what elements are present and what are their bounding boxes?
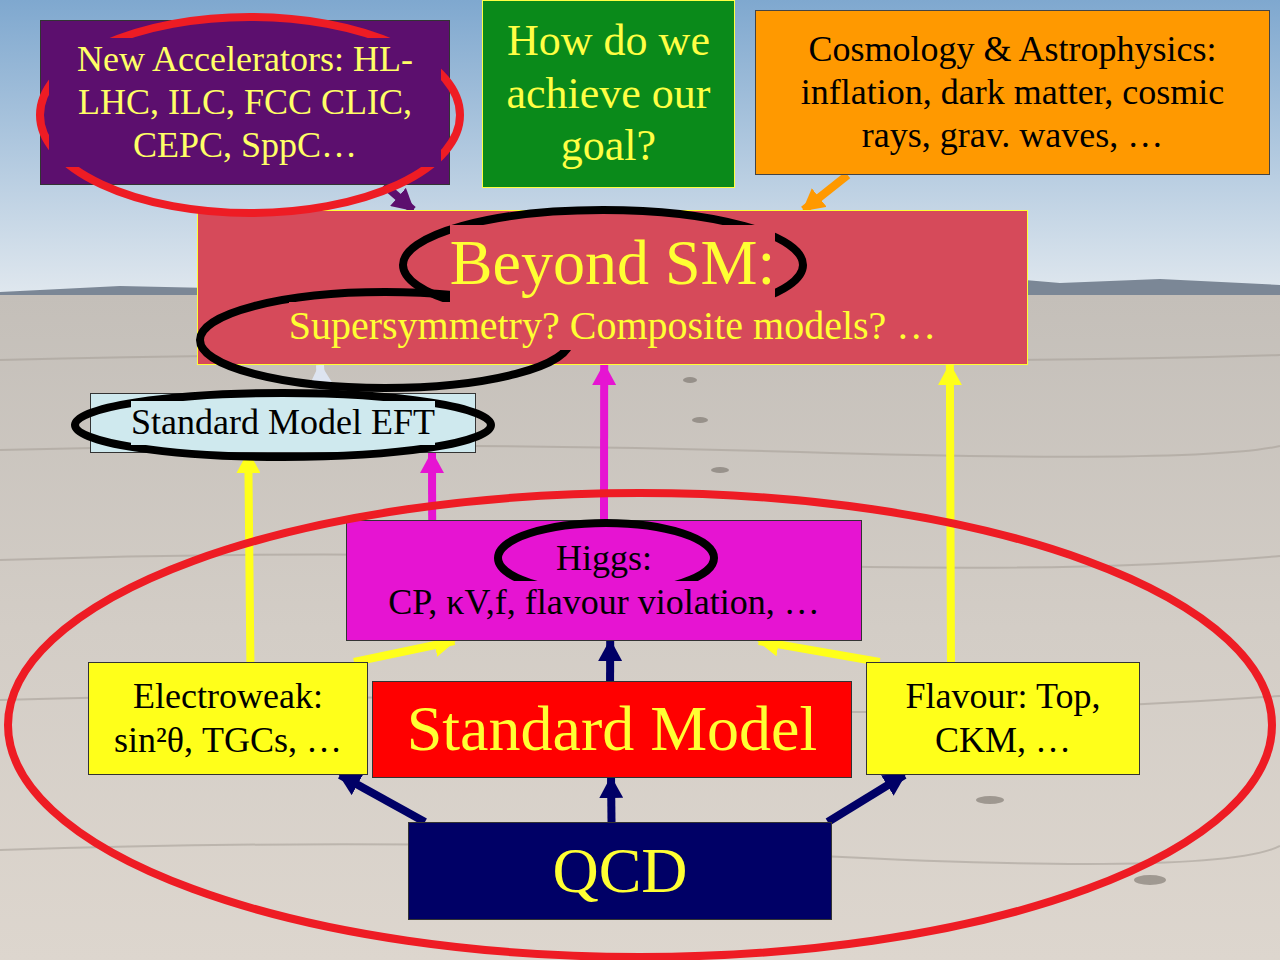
flavour-box: Flavour: Top, CKM, … xyxy=(866,662,1140,775)
node-text: Electroweak: sin²θ, TGCs, … xyxy=(97,675,359,761)
node-text: CP, κV,f, flavour violation, … xyxy=(388,581,819,624)
arrow-connector xyxy=(950,365,951,662)
node-text: How do we achieve our goal? xyxy=(491,15,726,173)
eft-box: Standard Model EFT xyxy=(90,393,476,453)
node-text: Flavour: Top, CKM, … xyxy=(875,675,1131,761)
node-text: Standard Model xyxy=(407,691,818,768)
node-text: QCD xyxy=(552,833,687,910)
higgs-box: Higgs:CP, κV,f, flavour violation, … xyxy=(346,520,862,641)
black-ring xyxy=(200,292,570,388)
arrow-connector xyxy=(600,365,608,520)
standard-model-box: Standard Model xyxy=(372,681,852,778)
accelerator-box: New Accelerators: HL-LHC, ILC, FCC CLIC,… xyxy=(40,20,450,185)
electroweak-box: Electroweak: sin²θ, TGCs, … xyxy=(88,662,368,775)
arrow-connector xyxy=(428,453,436,520)
arrow-connector xyxy=(759,641,880,662)
black-ring xyxy=(403,210,803,320)
arrow-connector xyxy=(354,641,454,662)
red-ring xyxy=(40,17,460,213)
black-ring xyxy=(960,60,1234,150)
arrow-connector xyxy=(384,185,413,210)
node-text: New Accelerators: HL-LHC, ILC, FCC CLIC,… xyxy=(49,38,441,168)
node-text: Supersymmetry? Composite models? … xyxy=(289,302,937,350)
black-ring xyxy=(75,393,491,457)
cosmology-box: Cosmology & Astrophysics: inflation, dar… xyxy=(755,10,1270,175)
black-ring xyxy=(498,523,714,593)
bsm-box: Beyond SM:Supersymmetry? Composite model… xyxy=(197,210,1028,365)
qcd-box: QCD xyxy=(408,822,832,920)
arrow-connector xyxy=(606,641,614,681)
arrow-connector xyxy=(340,775,425,822)
red-ring xyxy=(8,493,1272,957)
arrow-connector xyxy=(804,175,848,210)
arrow-connector xyxy=(828,775,905,822)
arrow-connector xyxy=(607,778,615,822)
node-text: Higgs: xyxy=(556,537,652,580)
node-text: Beyond SM: xyxy=(450,225,775,302)
question-box: How do we achieve our goal? xyxy=(482,0,735,188)
arrow-connector xyxy=(320,365,322,393)
arrow-connector xyxy=(248,453,250,662)
node-text: Cosmology & Astrophysics: inflation, dar… xyxy=(764,28,1261,158)
node-text: Standard Model EFT xyxy=(131,401,435,444)
